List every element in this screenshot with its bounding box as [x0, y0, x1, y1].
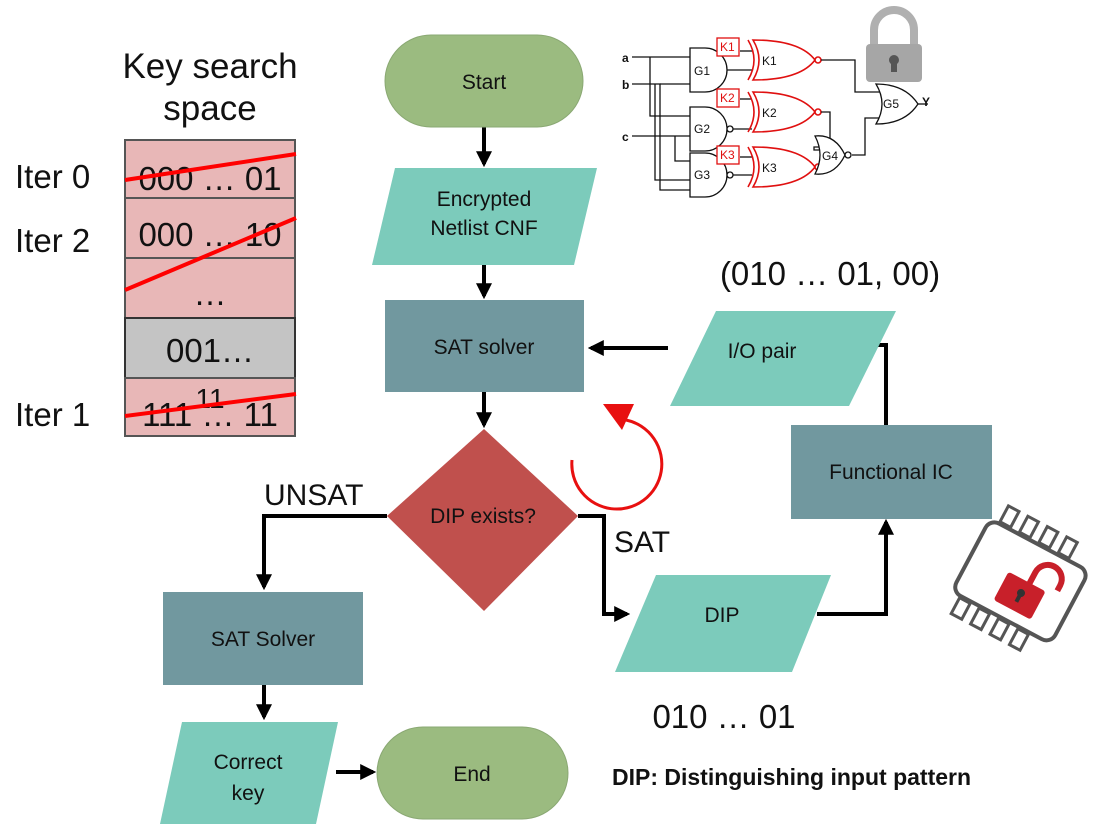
key-row-correct-text: 001… — [166, 332, 254, 369]
key-space-title-line1: Key search — [122, 47, 297, 86]
functional-ic-label: Functional IC — [829, 461, 953, 484]
dip-label: DIP — [704, 604, 739, 627]
loop-arc — [570, 418, 664, 511]
wire-g4-g5 — [852, 117, 880, 156]
key-gate-k2-xor — [747, 91, 755, 133]
io-pair-value: (010 … 01, 00) — [720, 255, 940, 292]
arrow-sat — [578, 514, 631, 622]
key-row-2-text: … — [194, 275, 227, 312]
gate-g5 — [874, 83, 919, 125]
key-gate-k3 — [751, 146, 817, 188]
key-row-3-text: 111 … 11 — [142, 396, 278, 433]
end-node — [376, 726, 569, 820]
end-label: End — [453, 763, 490, 786]
wire-a-g2 — [649, 57, 690, 117]
iter-0-label: Iter 0 — [15, 158, 90, 195]
correct-key-label-1: Correct — [214, 751, 283, 774]
key-gate-k2 — [751, 91, 817, 133]
key-input-k2 — [716, 88, 740, 108]
functional-ic-node — [791, 425, 992, 519]
wire-b — [632, 83, 690, 191]
key-gate-k3-label: K3 — [762, 161, 777, 175]
start-label: Start — [462, 71, 507, 94]
gate-g5-label: G5 — [883, 97, 899, 111]
key-gate-k2-bubble — [814, 108, 822, 116]
strike-line-iter1 — [124, 392, 297, 418]
key-gate-k1-label: K1 — [762, 54, 777, 68]
strike-line-iter2 — [124, 216, 297, 292]
wire-c-g3 — [674, 136, 690, 162]
key-gate-k3-xor — [747, 146, 755, 188]
key-input-k2-label: K2 — [720, 91, 735, 105]
gate-g2-bubble — [726, 125, 734, 133]
key-input-k3-label: K3 — [720, 148, 735, 162]
key-input-k1-label: K1 — [720, 40, 735, 54]
gate-g3-label: G3 — [694, 168, 710, 182]
loop-icon — [570, 404, 664, 511]
dip-node — [615, 575, 831, 672]
output-y-label: Y — [922, 95, 930, 109]
sat-solver-final-node — [163, 592, 363, 685]
arrow-dip-to-ic — [817, 518, 894, 616]
iter-2-label: Iter 2 — [15, 222, 90, 259]
key-space-title-line2: space — [163, 89, 256, 128]
loop-arrowhead — [603, 404, 634, 430]
gate-g4-bubble — [844, 151, 852, 159]
key-row-3-overlap-text: 11 — [195, 383, 224, 414]
gate-g4-label: G4 — [822, 149, 838, 163]
lock-icon — [866, 6, 922, 82]
key-gate-k1-bubble — [814, 56, 822, 64]
gate-g2-label: G2 — [694, 122, 710, 136]
sat-label: SAT — [614, 526, 670, 559]
gate-g2 — [689, 106, 728, 152]
dip-exists-node — [387, 429, 578, 611]
encrypted-netlist-label-1: Encrypted — [437, 188, 532, 211]
key-input-k3 — [716, 145, 740, 165]
gate-g4 — [813, 135, 846, 175]
sat-solver-label: SAT solver — [434, 336, 535, 359]
wire-k1-g5 — [821, 59, 880, 93]
correct-key-node — [160, 722, 338, 824]
footnote: DIP: Distinguishing input pattern — [612, 764, 971, 790]
encrypted-netlist-node — [372, 168, 597, 265]
key-input-k1 — [716, 37, 740, 57]
io-pair-node — [670, 311, 896, 406]
key-gate-k2-label: K2 — [762, 106, 777, 120]
gate-g1 — [689, 47, 728, 93]
iter-1-label: Iter 1 — [15, 396, 90, 433]
unsat-label: UNSAT — [264, 479, 363, 512]
arrow-unsat — [256, 514, 387, 591]
strike-line-iter0 — [124, 152, 297, 182]
start-node — [384, 34, 584, 128]
unlocked-chip-icon — [949, 503, 1088, 653]
wire-b-g3 — [654, 84, 690, 181]
sat-solver-final-label: SAT Solver — [211, 628, 315, 651]
key-search-space: Key search space 000 … 01 000 … 10 … 001… — [15, 47, 298, 437]
input-c-label: c — [622, 130, 629, 144]
input-a-label: a — [622, 51, 629, 65]
correct-key-label-2: key — [232, 782, 265, 805]
key-row-correct — [124, 317, 296, 379]
flow-nodes: Start Encrypted Netlist CNF SAT solver D… — [160, 34, 992, 824]
io-pair-label: I/O pair — [728, 340, 797, 363]
input-b-label: b — [622, 78, 629, 92]
gate-g1-label: G1 — [694, 64, 710, 78]
encrypted-netlist-label-2: Netlist CNF — [430, 217, 537, 240]
sat-solver-node — [385, 300, 584, 392]
key-gate-k1-xor — [747, 39, 755, 81]
key-row-1 — [124, 197, 296, 259]
gate-g3-bubble — [726, 171, 734, 179]
dip-exists-label: DIP exists? — [430, 505, 536, 528]
dip-value: 010 … 01 — [652, 698, 795, 735]
locked-circuit: a b c G1 G2 G3 K1 K2 K3 — [622, 37, 930, 198]
key-gate-k1 — [751, 39, 817, 81]
flow-arrows — [256, 127, 894, 780]
